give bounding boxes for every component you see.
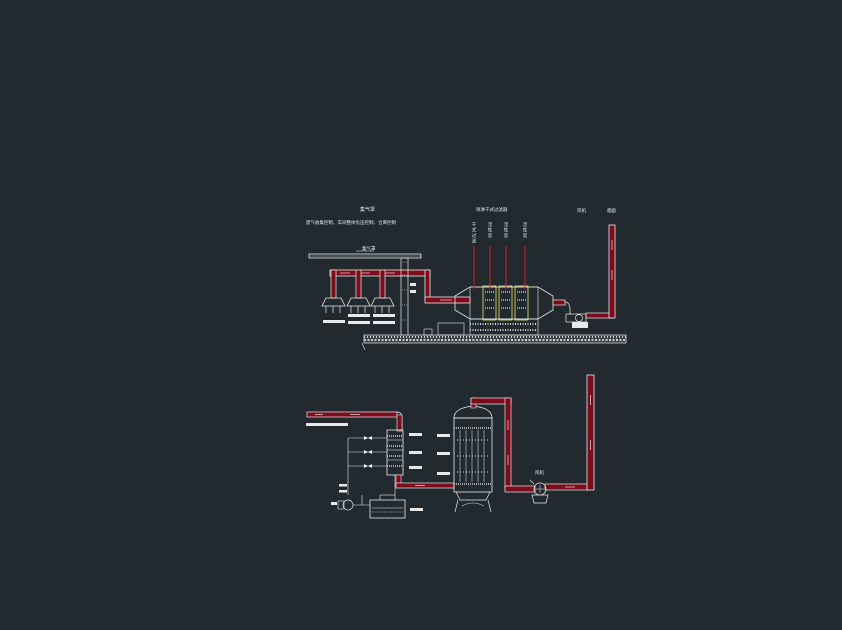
outlet-duct <box>552 224 616 319</box>
upper-title: 集气罩 <box>360 206 375 213</box>
spray-scrubber <box>386 429 422 476</box>
vertical-label-1: 干式过滤 <box>472 222 477 245</box>
hood-2 <box>346 297 371 324</box>
vertical-label-4: 活性炭 <box>523 221 528 239</box>
vertical-label-2: 活性炭 <box>488 221 493 239</box>
instrument-lines <box>473 246 526 289</box>
upper-process-diagram: 集气罩 废气收集控制、车间整体负压控制、仓库控制 喷淋干式过滤器 风机 烟囱 集… <box>306 206 627 351</box>
stack-label-upper: 烟囱 <box>607 207 616 214</box>
spray-water-lines <box>339 436 387 495</box>
ceiling-beam <box>308 253 422 259</box>
connecting-duct <box>395 474 455 489</box>
fan-label-upper: 风机 <box>577 207 586 214</box>
fan-label-lower: 风机 <box>535 469 544 476</box>
hood-3 <box>370 297 395 324</box>
water-tank <box>369 475 423 519</box>
vertical-labels: 干式过滤 活性炭 活性炭 活性炭 <box>472 221 528 245</box>
treatment-label: 喷淋干式过滤器 <box>476 206 508 213</box>
ground-slab <box>361 334 627 351</box>
vertical-label-3: 活性炭 <box>504 221 509 239</box>
lower-outlet-duct <box>470 374 595 493</box>
treatment-unit <box>423 285 554 336</box>
fan-upper <box>565 313 588 328</box>
hood-1 <box>321 297 346 323</box>
inlet-duct <box>306 411 403 432</box>
adsorption-tower <box>437 405 493 513</box>
lower-process-diagram: 风机 <box>306 374 595 519</box>
circulation-pump <box>331 495 370 511</box>
hood-label: 集气罩 <box>362 245 376 252</box>
fan-lower <box>529 479 549 504</box>
upper-note: 废气收集控制、车间整体负压控制、仓库控制 <box>306 219 396 226</box>
